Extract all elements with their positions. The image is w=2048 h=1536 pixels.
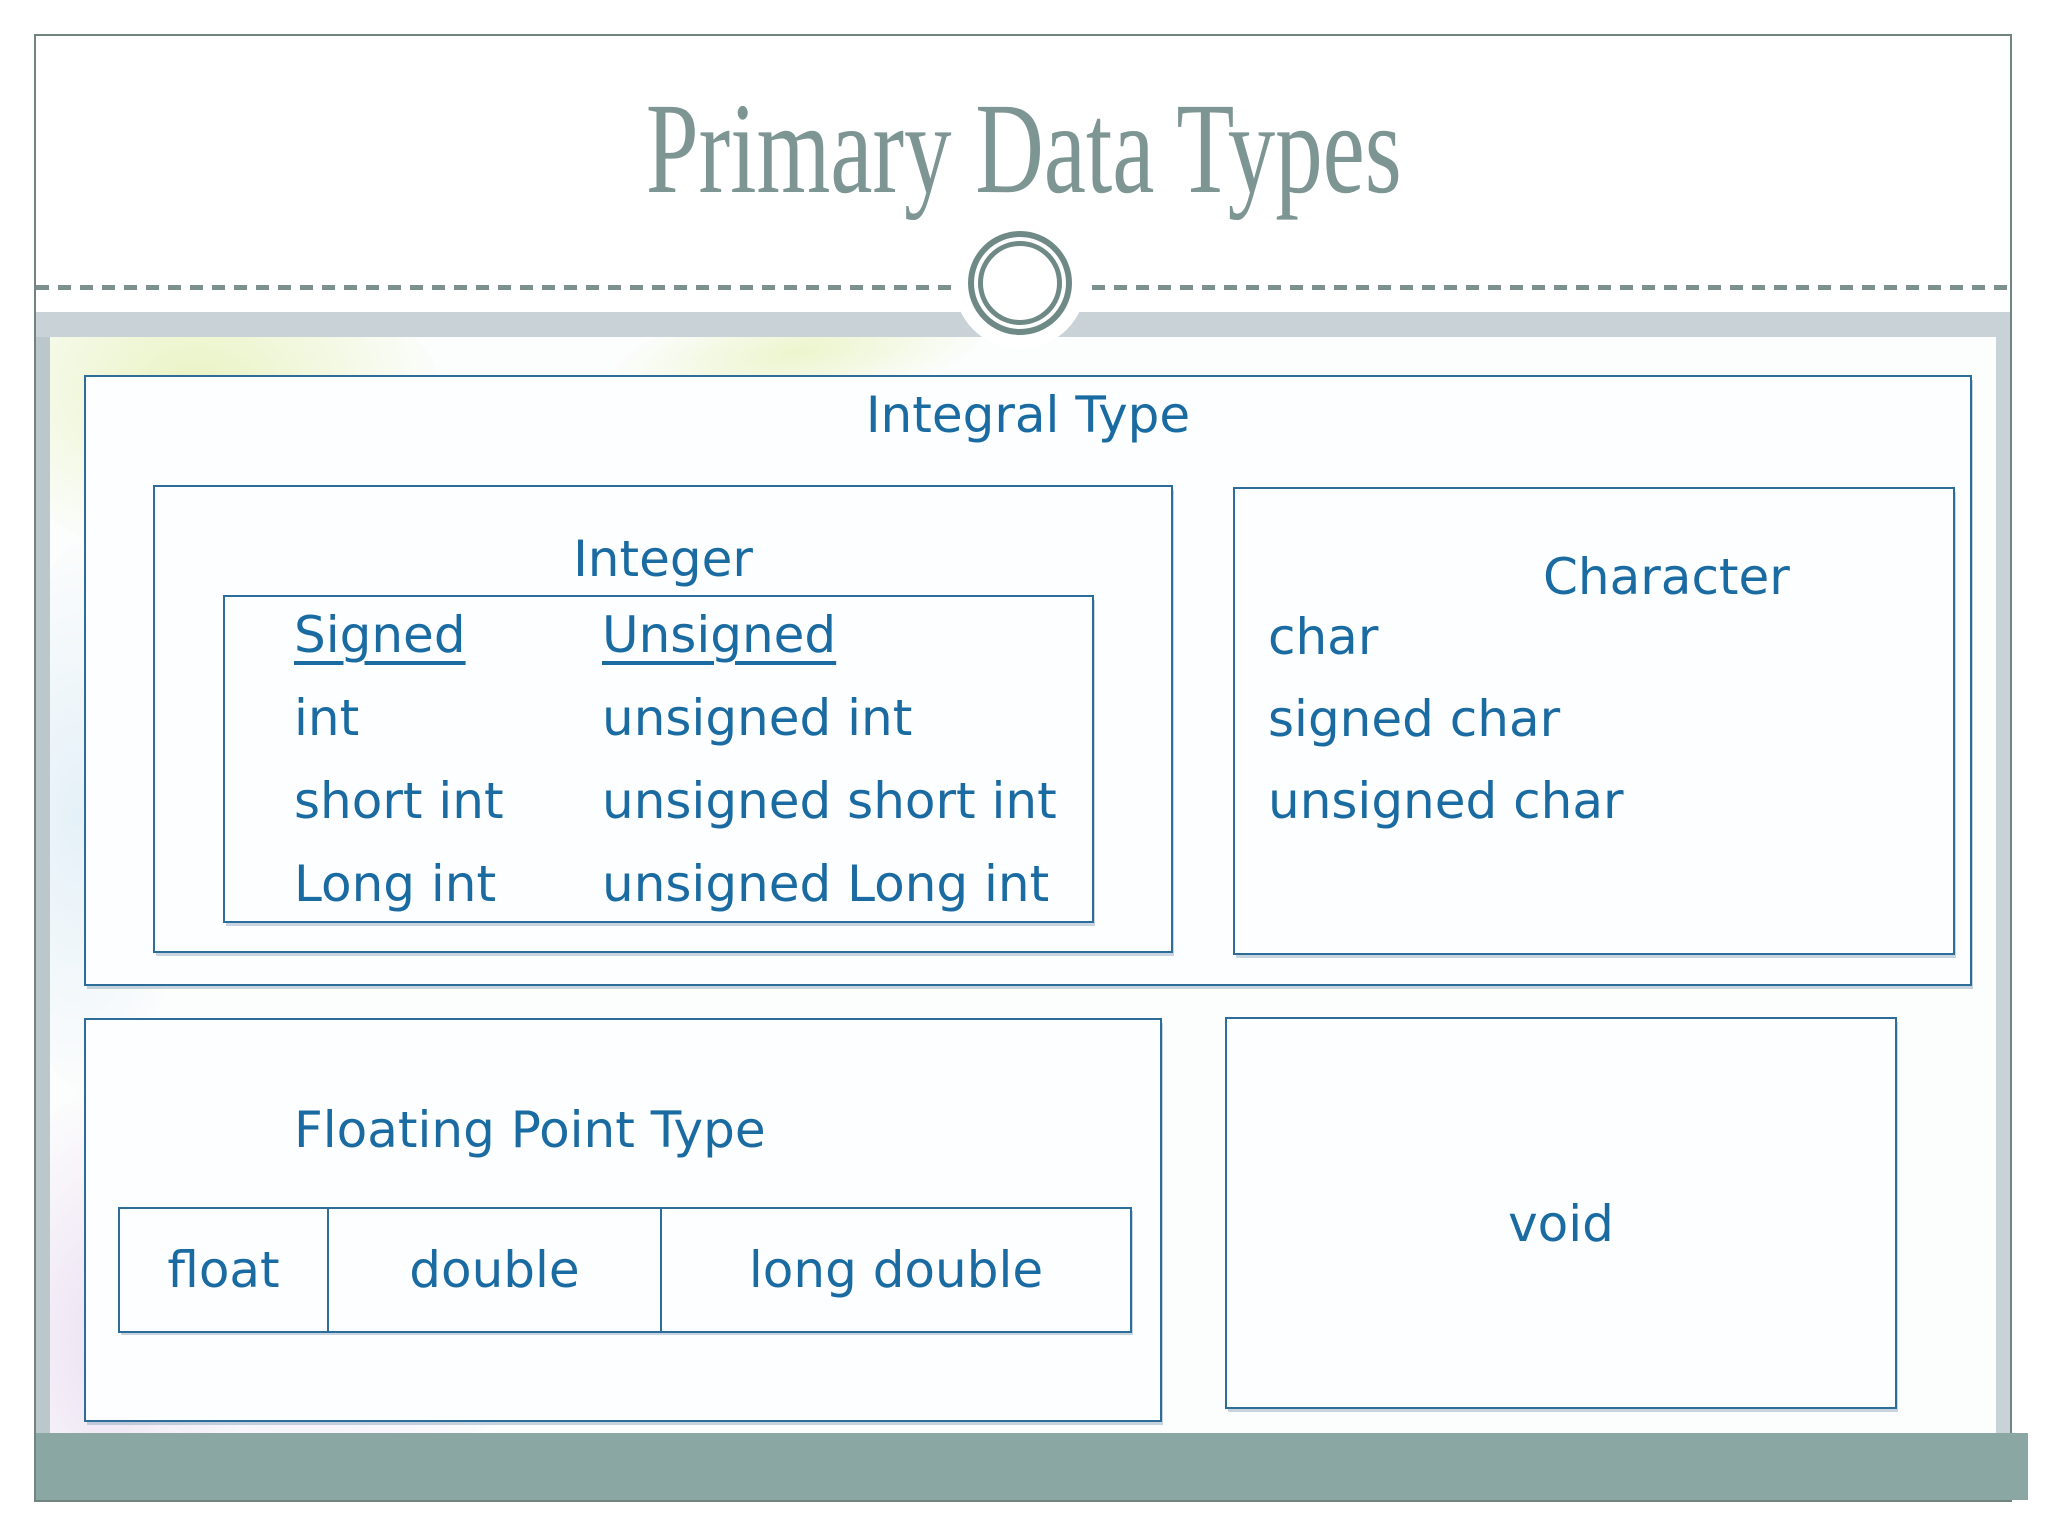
slide-title: Primary Data Types bbox=[646, 77, 1402, 221]
signed-cell: Long int bbox=[294, 855, 497, 913]
unsigned-cell: unsigned Long int bbox=[602, 855, 1050, 913]
table-row: short int unsigned short int bbox=[294, 771, 1057, 854]
character-box: Character char signed char unsigned char bbox=[1233, 487, 1955, 955]
table-row: int unsigned int bbox=[294, 688, 1057, 771]
slide-title-wrap: Primary Data Types bbox=[0, 84, 2048, 214]
long-double-cell-label: long double bbox=[748, 1241, 1044, 1299]
table-cell: float bbox=[120, 1209, 327, 1331]
circle-ornament-inner-ring bbox=[978, 241, 1062, 325]
unsigned-cell: unsigned int bbox=[602, 689, 913, 747]
unsigned-cell: unsigned short int bbox=[602, 772, 1057, 830]
character-item: signed char bbox=[1268, 690, 1561, 748]
floating-point-type-box: Floating Point Type float double long do… bbox=[84, 1018, 1162, 1422]
signed-column-header: Signed bbox=[294, 606, 466, 664]
signed-unsigned-grid: Signed Unsigned int unsigned int short i… bbox=[294, 605, 1057, 937]
character-item: unsigned char bbox=[1268, 772, 1624, 830]
character-item: char bbox=[1268, 608, 1379, 666]
bottom-bar bbox=[36, 1433, 2028, 1500]
character-title: Character bbox=[1543, 548, 1790, 606]
double-cell-label: double bbox=[409, 1241, 580, 1299]
right-edge-strip bbox=[1996, 337, 2011, 1433]
void-label: void bbox=[1508, 1195, 1614, 1253]
floating-point-table: float double long double bbox=[118, 1207, 1132, 1333]
unsigned-column-header: Unsigned bbox=[602, 606, 837, 664]
signed-unsigned-box: Signed Unsigned int unsigned int short i… bbox=[223, 595, 1094, 923]
floating-point-type-title: Floating Point Type bbox=[294, 1101, 766, 1159]
float-cell-label: float bbox=[167, 1241, 280, 1299]
table-row: Long int unsigned Long int bbox=[294, 854, 1057, 937]
void-box: void bbox=[1225, 1017, 1897, 1409]
table-header-row: Signed Unsigned bbox=[294, 605, 1057, 688]
integer-title: Integer bbox=[573, 530, 753, 588]
integral-type-title: Integral Type bbox=[865, 386, 1191, 444]
left-edge-strip bbox=[36, 337, 50, 1433]
signed-cell: short int bbox=[294, 772, 504, 830]
signed-cell: int bbox=[294, 689, 360, 747]
table-cell: double bbox=[327, 1209, 660, 1331]
table-cell: long double bbox=[660, 1209, 1130, 1331]
